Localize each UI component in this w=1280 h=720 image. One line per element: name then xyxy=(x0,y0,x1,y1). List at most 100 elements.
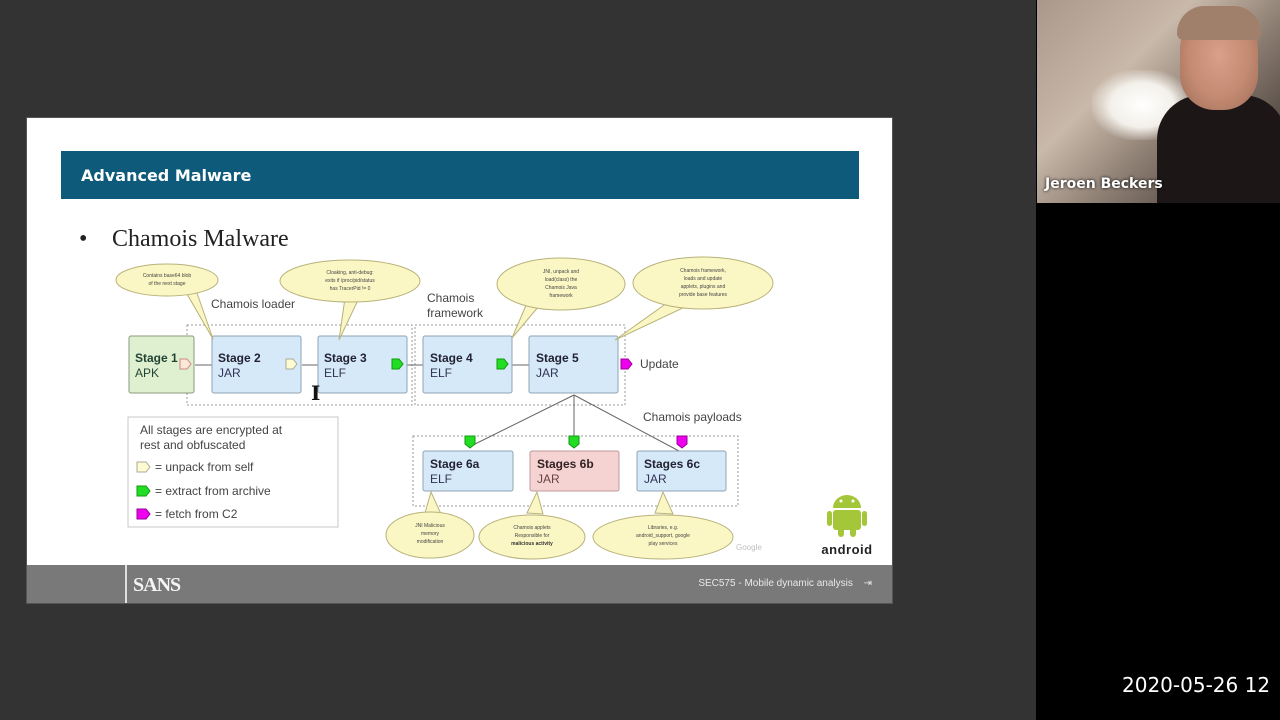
slide-title: Advanced Malware xyxy=(81,166,252,185)
svg-text:Stage 2: Stage 2 xyxy=(218,351,261,365)
svg-text:Stage 1: Stage 1 xyxy=(135,351,178,365)
stage-4-box: Stage 4 ELF xyxy=(422,335,513,394)
unpack-connector-icon xyxy=(179,358,192,370)
framework-group-label-1: Chamois xyxy=(427,291,474,305)
footer-course-title: SEC575 - Mobile dynamic analysis ⇥ xyxy=(698,578,872,589)
svg-text:provide base features: provide base features xyxy=(679,292,728,298)
stage-6b-box: Stages 6b JAR xyxy=(529,450,620,492)
loader-group-label: Chamois loader xyxy=(211,297,295,311)
presenter-hair xyxy=(1177,6,1261,40)
svg-text:Cloaking, anti-debug:: Cloaking, anti-debug: xyxy=(326,270,373,276)
stage-3-box: Stage 3 ELF xyxy=(317,335,408,394)
video-panel: Jeroen Beckers xyxy=(1036,0,1280,720)
stage-2-box: Stage 2 JAR xyxy=(211,335,302,394)
update-label: Update xyxy=(640,357,679,371)
svg-text:Libraries, e.g.: Libraries, e.g. xyxy=(648,525,678,531)
svg-text:framework: framework xyxy=(549,293,573,299)
slide-header-bar: Advanced Malware xyxy=(61,151,859,199)
presenter-shirt xyxy=(1157,95,1280,203)
svg-text:JAR: JAR xyxy=(536,366,559,380)
svg-text:JAR: JAR xyxy=(218,366,241,380)
extract-connector-icon xyxy=(496,358,509,370)
callout-stage5: Chamois framework, loads and update appl… xyxy=(614,256,774,341)
android-logo-text: android xyxy=(821,542,872,557)
svg-text:Stage 3: Stage 3 xyxy=(324,351,367,365)
svg-text:JAR: JAR xyxy=(537,472,560,486)
svg-text:applets, plugins and: applets, plugins and xyxy=(681,284,726,290)
svg-text:Stages 6b: Stages 6b xyxy=(537,457,594,471)
stage-6a-box: Stage 6a ELF xyxy=(422,450,514,492)
unpack-legend-icon xyxy=(136,461,151,473)
text-cursor-icon: I xyxy=(311,381,321,405)
payloads-group-label: Chamois payloads xyxy=(643,410,742,424)
svg-text:JNI, unpack and: JNI, unpack and xyxy=(543,269,579,275)
slide-footer: SANS SEC575 - Mobile dynamic analysis ⇥ xyxy=(27,565,892,603)
svg-text:APK: APK xyxy=(135,366,159,380)
fetch-connector-icon xyxy=(676,435,688,449)
svg-text:malicious activity: malicious activity xyxy=(511,541,553,547)
presenter-webcam[interactable]: Jeroen Beckers xyxy=(1037,0,1280,203)
course-title-text: SEC575 - Mobile dynamic analysis xyxy=(698,578,853,589)
legend-item-unpack: = unpack from self xyxy=(155,460,254,474)
legend-box: All stages are encrypted at rest and obf… xyxy=(127,416,339,528)
svg-text:Chamois framework,: Chamois framework, xyxy=(680,268,726,274)
legend-item-fetch: = fetch from C2 xyxy=(155,507,238,521)
svg-text:ELF: ELF xyxy=(324,366,346,380)
presentation-slide: Advanced Malware • Chamois Malware Chamo… xyxy=(26,117,893,604)
legend-item-extract: = extract from archive xyxy=(155,484,271,498)
extract-legend-icon xyxy=(136,485,151,497)
legend-heading-1: All stages are encrypted at xyxy=(140,423,283,437)
svg-text:loads and update: loads and update xyxy=(684,276,723,282)
callout-stage4: JNI, unpack and load(class) the Chamois … xyxy=(496,257,626,339)
svg-text:JNI Malicious: JNI Malicious xyxy=(415,523,445,529)
unpack-connector-icon xyxy=(285,358,298,370)
svg-text:Stage 4: Stage 4 xyxy=(430,351,473,365)
footer-divider xyxy=(125,565,127,603)
svg-text:modification: modification xyxy=(417,539,444,545)
sans-logo: SANS xyxy=(133,574,181,596)
recording-timestamp: 2020-05-26 12 xyxy=(1122,673,1271,697)
svg-text:Stages 6c: Stages 6c xyxy=(644,457,700,471)
extract-connector-icon xyxy=(391,358,404,370)
svg-text:Chamois Java: Chamois Java xyxy=(545,285,577,291)
android-logo-icon xyxy=(827,495,867,537)
link-5-6c xyxy=(573,394,680,452)
extract-connector-icon xyxy=(464,435,476,449)
extract-connector-icon xyxy=(568,435,580,449)
stage-6c-box: Stages 6c JAR xyxy=(636,450,727,492)
page-marker-icon: ⇥ xyxy=(863,578,872,589)
callout-stage6a: JNI Malicious memory modification xyxy=(385,490,475,559)
svg-text:memory: memory xyxy=(421,531,440,537)
link-5-6a xyxy=(470,394,575,447)
bullet-dot-icon: • xyxy=(79,226,88,252)
svg-text:load(class) the: load(class) the xyxy=(545,277,578,283)
presenter-name: Jeroen Beckers xyxy=(1045,176,1163,192)
fetch-legend-icon xyxy=(136,508,151,520)
svg-text:exits if /proc/pid/status: exits if /proc/pid/status xyxy=(325,278,375,284)
fetch-connector-icon xyxy=(620,358,633,370)
svg-text:Stage 5: Stage 5 xyxy=(536,351,579,365)
payloads-group-box xyxy=(412,435,739,507)
framework-group-label-2: framework xyxy=(427,306,484,320)
stage-1-box: Stage 1 APK xyxy=(128,335,195,394)
svg-text:Chamois applets: Chamois applets xyxy=(513,525,551,531)
svg-text:Contains base64 blob: Contains base64 blob xyxy=(143,273,192,279)
bullet-text: Chamois Malware xyxy=(112,226,289,252)
svg-text:ELF: ELF xyxy=(430,366,452,380)
svg-text:Responsible for: Responsible for xyxy=(515,533,550,539)
callout-stage2: Contains base64 blob of the next stage xyxy=(115,263,219,340)
callout-stage6c: Libraries, e.g. android_support, google … xyxy=(592,490,734,560)
callout-stage3: Cloaking, anti-debug: exits if /proc/pid… xyxy=(279,259,421,341)
stage-5-box: Stage 5 JAR xyxy=(528,335,619,394)
svg-text:has TracerPid != 0: has TracerPid != 0 xyxy=(330,286,371,292)
svg-text:of the next stage: of the next stage xyxy=(149,281,186,287)
chamois-diagram: Chamois loader Chamois framework Chamois… xyxy=(115,256,872,560)
callout-stage6b: Chamois applets Responsible for maliciou… xyxy=(478,490,586,560)
source-credit: Google xyxy=(736,543,762,552)
svg-text:android_support, google: android_support, google xyxy=(636,533,690,539)
svg-text:JAR: JAR xyxy=(644,472,667,486)
legend-heading-2: rest and obfuscated xyxy=(140,438,245,452)
svg-text:Stage 6a: Stage 6a xyxy=(430,457,480,471)
svg-text:ELF: ELF xyxy=(430,472,452,486)
svg-text:play services: play services xyxy=(649,541,678,547)
